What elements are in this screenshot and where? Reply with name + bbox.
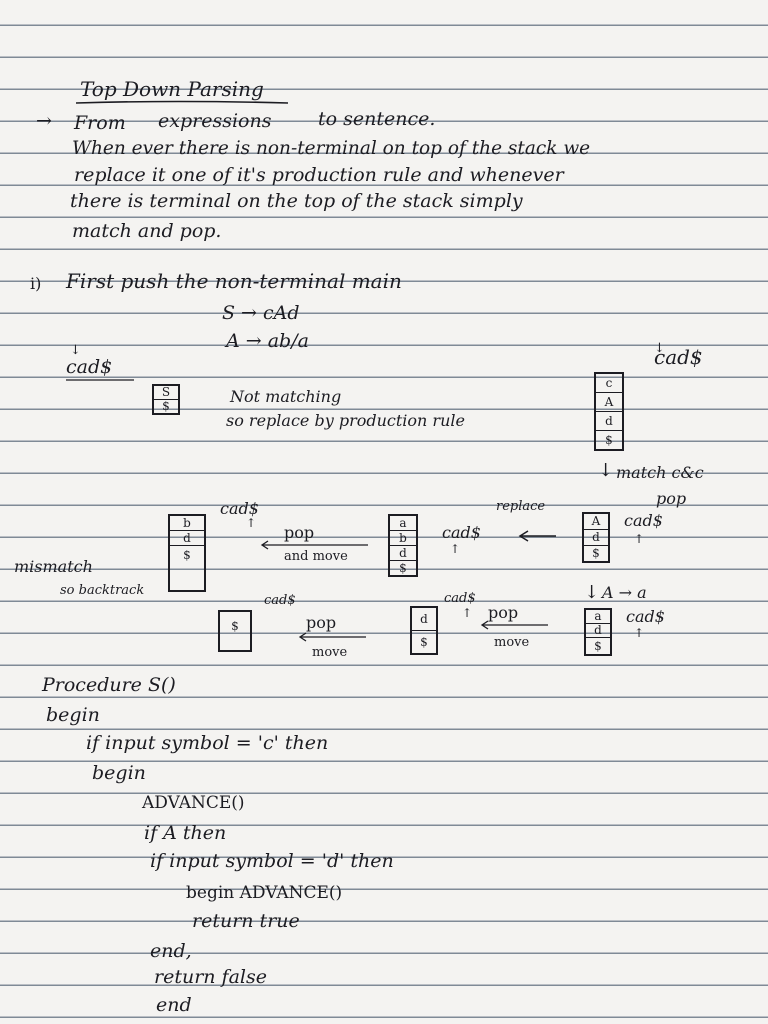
input-pointer-icon-right: ↓ bbox=[654, 341, 665, 356]
mismatch-label: mismatch bbox=[14, 557, 93, 576]
and-move-label: and move bbox=[284, 549, 348, 564]
stack-cell: d bbox=[390, 546, 416, 561]
pop-label-mid: pop bbox=[284, 523, 315, 542]
input-string-right: cad$ bbox=[654, 345, 703, 369]
stack-cell: d bbox=[586, 624, 610, 638]
proc-if-d: if input symbol = 'd' then bbox=[150, 850, 394, 872]
not-matching-note: Not matching bbox=[230, 387, 342, 406]
stack-cell: $ bbox=[183, 548, 191, 562]
procedure-header: Procedure S() bbox=[42, 674, 176, 696]
proc-if-a: if A then bbox=[144, 822, 227, 844]
stack-cell: d bbox=[596, 412, 622, 431]
stack-cell: c bbox=[596, 374, 622, 393]
input-label-5: cad$ bbox=[444, 591, 476, 606]
stack-cell: $ bbox=[605, 433, 613, 447]
stack-cell: A bbox=[584, 514, 608, 530]
stack-cell: $ bbox=[594, 639, 602, 653]
pointer-up-icon: ↑ bbox=[634, 532, 645, 546]
pointer-up-icon: ↑ bbox=[246, 516, 257, 530]
input-label-2: cad$ bbox=[442, 523, 481, 542]
stack-cell: $ bbox=[162, 399, 170, 413]
match-note: match c&c bbox=[616, 463, 704, 482]
intro-line-4: there is terminal on the top of the stac… bbox=[70, 190, 523, 212]
left-arrow-icon bbox=[298, 632, 366, 642]
grammar-rule-s: S → cAd bbox=[222, 302, 300, 324]
stack-cell: S bbox=[154, 386, 178, 400]
left-arrow-icon bbox=[260, 540, 368, 550]
pointer-up-icon: ↑ bbox=[450, 542, 461, 556]
stack-cell: A bbox=[596, 393, 622, 412]
input-label-6: cad$ bbox=[626, 607, 665, 626]
input-label-1: cad$ bbox=[624, 511, 663, 530]
stack-cell: a bbox=[586, 610, 610, 624]
backtrack-label: so backtrack bbox=[60, 583, 145, 598]
replace-label: replace bbox=[496, 499, 546, 514]
input-underline bbox=[66, 379, 134, 381]
stack-ad: A d $ bbox=[582, 512, 610, 563]
stack-cell: $ bbox=[399, 561, 407, 575]
pop-label-right: pop bbox=[656, 489, 687, 508]
intro-line-2: When ever there is non-terminal on top o… bbox=[72, 138, 591, 159]
proc-end-1: end, bbox=[150, 940, 192, 962]
stack-s: S $ bbox=[152, 384, 180, 415]
stack-cell: $ bbox=[592, 546, 600, 560]
input-pointer-icon: ↓ bbox=[70, 343, 81, 358]
stack-dollar: $ bbox=[218, 610, 252, 652]
stack-cell: b bbox=[390, 531, 416, 546]
replace-note: so replace by production rule bbox=[226, 411, 465, 430]
stack-cell: $ bbox=[231, 619, 239, 633]
pop-label-bottom-left: pop bbox=[306, 613, 337, 632]
proc-advance: ADVANCE() bbox=[142, 793, 245, 813]
input-string-left: cad$ bbox=[66, 356, 113, 378]
example-bullet: i) bbox=[30, 274, 42, 293]
intro-expressions: expressions bbox=[158, 110, 272, 132]
stack-d: d $ bbox=[410, 606, 438, 655]
down-arrow-icon: ↓ bbox=[584, 582, 600, 603]
stack-cell: b bbox=[170, 516, 204, 531]
stack-cad: c A d $ bbox=[594, 372, 624, 451]
down-arrow-icon: ↓ bbox=[598, 460, 614, 481]
stack-cell: $ bbox=[420, 635, 428, 649]
left-arrow-icon bbox=[518, 530, 556, 542]
proc-begin: begin bbox=[46, 704, 100, 726]
left-arrow-icon bbox=[480, 620, 548, 630]
stack-cell: d bbox=[170, 531, 204, 546]
proc-begin-advance: begin ADVANCE() bbox=[186, 883, 343, 903]
stack-a-d: a d $ bbox=[584, 608, 612, 656]
pop-label-bottom-mid: pop bbox=[488, 603, 519, 622]
proc-begin-2: begin bbox=[92, 762, 146, 784]
page-title: Top Down Parsing bbox=[80, 77, 264, 101]
first-push-line: First push the non-terminal main bbox=[66, 269, 402, 293]
proc-if-c: if input symbol = 'c' then bbox=[86, 732, 329, 754]
stack-abd: a b d $ bbox=[388, 514, 418, 577]
pointer-up-icon: ↑ bbox=[462, 606, 473, 620]
proc-end-2: end bbox=[156, 994, 192, 1016]
intro-from: From bbox=[74, 112, 126, 134]
grammar-rule-a: A → ab/a bbox=[226, 330, 309, 352]
proc-return-true: return true bbox=[192, 910, 300, 932]
input-label-3: cad$ bbox=[220, 499, 259, 518]
move-label-mid: move bbox=[494, 635, 530, 650]
intro-to-sentence: to sentence. bbox=[318, 108, 436, 130]
stack-cell: d bbox=[412, 608, 436, 631]
stack-bd: b d $ bbox=[168, 514, 206, 592]
pointer-up-icon: ↑ bbox=[634, 626, 645, 640]
stack-cell: d bbox=[584, 530, 608, 546]
intro-line-5: match and pop. bbox=[72, 220, 222, 242]
intro-line-3: replace it one of it's production rule a… bbox=[74, 164, 564, 186]
bullet-dash: → bbox=[36, 110, 52, 132]
title-underline bbox=[75, 100, 289, 104]
proc-return-false: return false bbox=[154, 966, 267, 988]
a-to-a-rule: A → a bbox=[602, 583, 647, 602]
stack-cell: a bbox=[390, 516, 416, 531]
input-label-4: cad$ bbox=[264, 593, 296, 608]
move-label-left: move bbox=[312, 645, 348, 660]
